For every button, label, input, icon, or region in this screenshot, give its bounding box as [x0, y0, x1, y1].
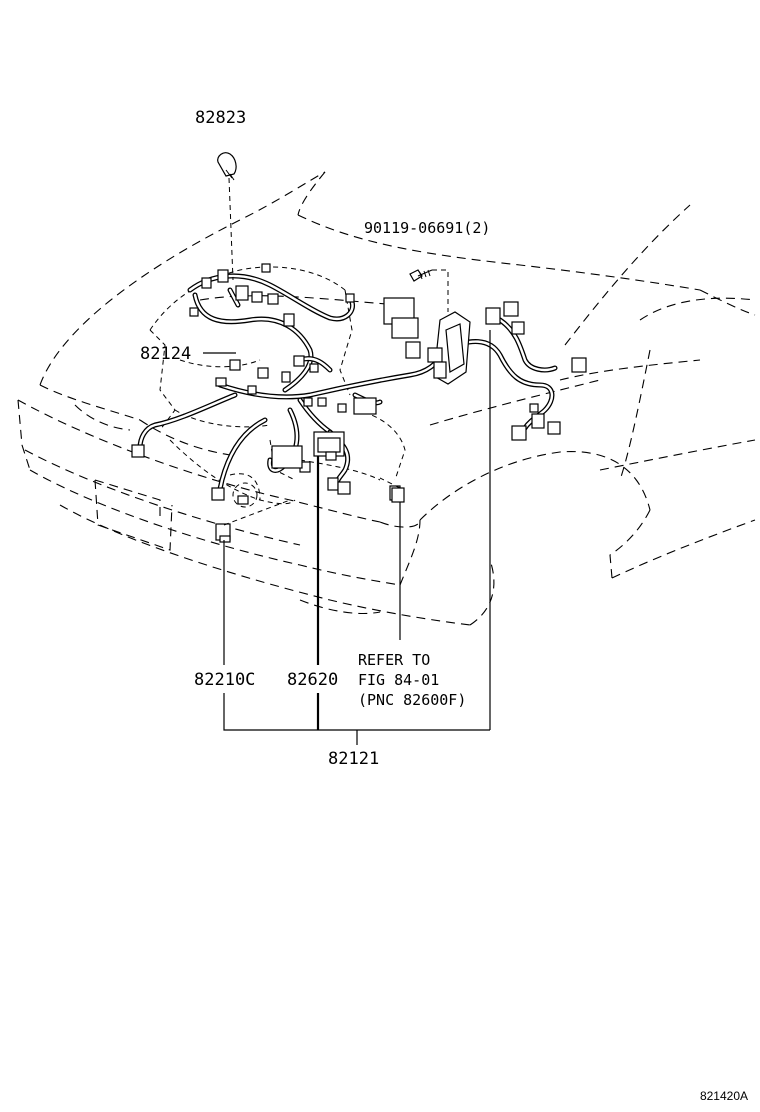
leader-lines: [203, 177, 491, 745]
part-label-82210c: 82210C: [194, 670, 255, 690]
refer-note-line-1: REFER TO: [358, 651, 430, 669]
part-label-82124: 82124: [140, 344, 191, 364]
figure-code: 821420A: [700, 1089, 748, 1103]
refer-note-line-3: (PNC 82600F): [358, 691, 466, 709]
part-label-82620: 82620: [287, 670, 338, 690]
refer-note-line-2: FIG 84-01: [358, 671, 439, 689]
car-body-outline: [17, 171, 756, 626]
part-label-82121: 82121: [328, 749, 379, 769]
bolt-icon: [409, 269, 433, 282]
part-label-82823: 82823: [195, 108, 246, 128]
connector-icon: [131, 263, 587, 543]
relay-icon: [217, 152, 237, 181]
part-label-90119-06691: 90119-06691(2): [364, 219, 490, 237]
engine-block-outline: [149, 266, 406, 508]
